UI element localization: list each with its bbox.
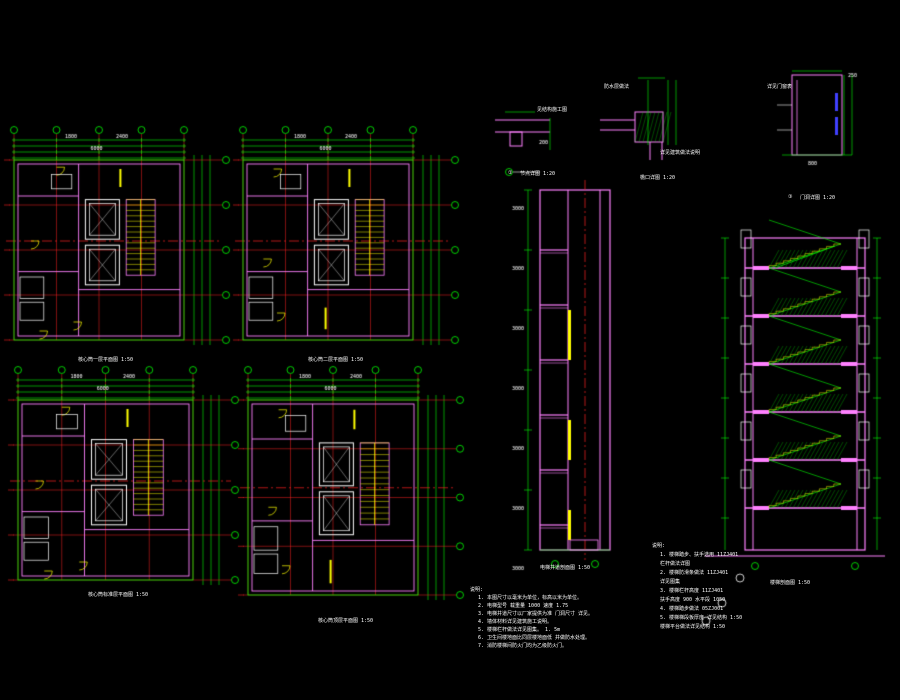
notes-left-line: 4. 墙体材料详见建筑施工说明。: [478, 619, 553, 625]
notes-left-line: 1. 本图尺寸以毫米为单位，标高以米为单位。: [478, 595, 583, 601]
notes-right-line: 1. 楼梯踏步、扶手选用 11ZJ401: [660, 552, 739, 558]
notes-right-line: 4. 楼梯踏步做法 05ZJ001: [660, 606, 724, 612]
notes-right-line: 栏杆做法详图: [660, 561, 691, 567]
section-stair-title: 楼梯剖面图 1:50: [770, 580, 811, 586]
notes-left-line: 2. 电梯型号 载重量 1000 速度 1.75: [478, 603, 569, 609]
section-elevator-title: 电梯井道剖面图 1:50: [540, 565, 591, 571]
notes-right-line: 3. 楼梯栏杆高度 11ZJ401: [660, 588, 724, 594]
notes-left-line: 7. 消防楼梯间防火门均为乙级防火门。: [478, 643, 568, 649]
notes-right: 说明: 1. 楼梯踏步、扶手选用 11ZJ401 栏杆做法详图 2. 楼梯防滑条…: [652, 542, 742, 632]
plan-1-title: 核心筒一层平面图 1:50: [78, 357, 134, 363]
detail-3-callout: 详见门窗表: [767, 84, 793, 90]
notes-right-line: 2. 楼梯防滑条做法 11ZJ401: [660, 570, 729, 576]
detail-2-title: 檐口详图 1:20: [640, 175, 676, 181]
notes-right-line: 5. 楼梯梯段板厚度 详见结构 1:50: [660, 615, 743, 621]
detail-1-callout: 见结构施工图: [537, 107, 568, 113]
plan-4-title: 核心筒顶层平面图 1:50: [318, 618, 374, 624]
notes-right-title: 说明:: [652, 543, 666, 549]
detail-2-callout-a: 防水层做法: [604, 84, 630, 90]
notes-left-title: 说明:: [470, 587, 484, 593]
detail-3-marker: ③: [788, 194, 793, 200]
notes-left-line: 5. 楼梯栏杆做法详见图集。 1. 5m: [478, 627, 561, 633]
notes-right-line: 详见图集: [660, 579, 681, 585]
notes-left: 说明: 1. 本图尺寸以毫米为单位，标高以米为单位。 2. 电梯型号 载重量 1…: [470, 586, 593, 650]
notes-left-line: 6. 卫生间楼地面比同层楼地面低 并做防水处理。: [478, 635, 591, 641]
notes-left-line: 3. 电梯井道尺寸以厂家提供为准 门洞尺寸 详见。: [478, 611, 594, 617]
notes-right-line: 楼梯平台做法详见结构 1:50: [660, 624, 726, 630]
detail-1-marker: ①: [508, 170, 513, 176]
detail-3-title: 门洞详图 1:20: [800, 195, 836, 201]
detail-1-title: 节点详图 1:20: [520, 171, 556, 177]
plan-3-title: 核心筒标准层平面图 1:50: [88, 592, 149, 598]
plan-2-title: 核心筒二层平面图 1:50: [308, 357, 364, 363]
detail-2-callout-b: 详见建筑做法说明: [660, 150, 701, 156]
notes-right-line: 扶手高度 900 水平段 1050: [660, 597, 726, 603]
